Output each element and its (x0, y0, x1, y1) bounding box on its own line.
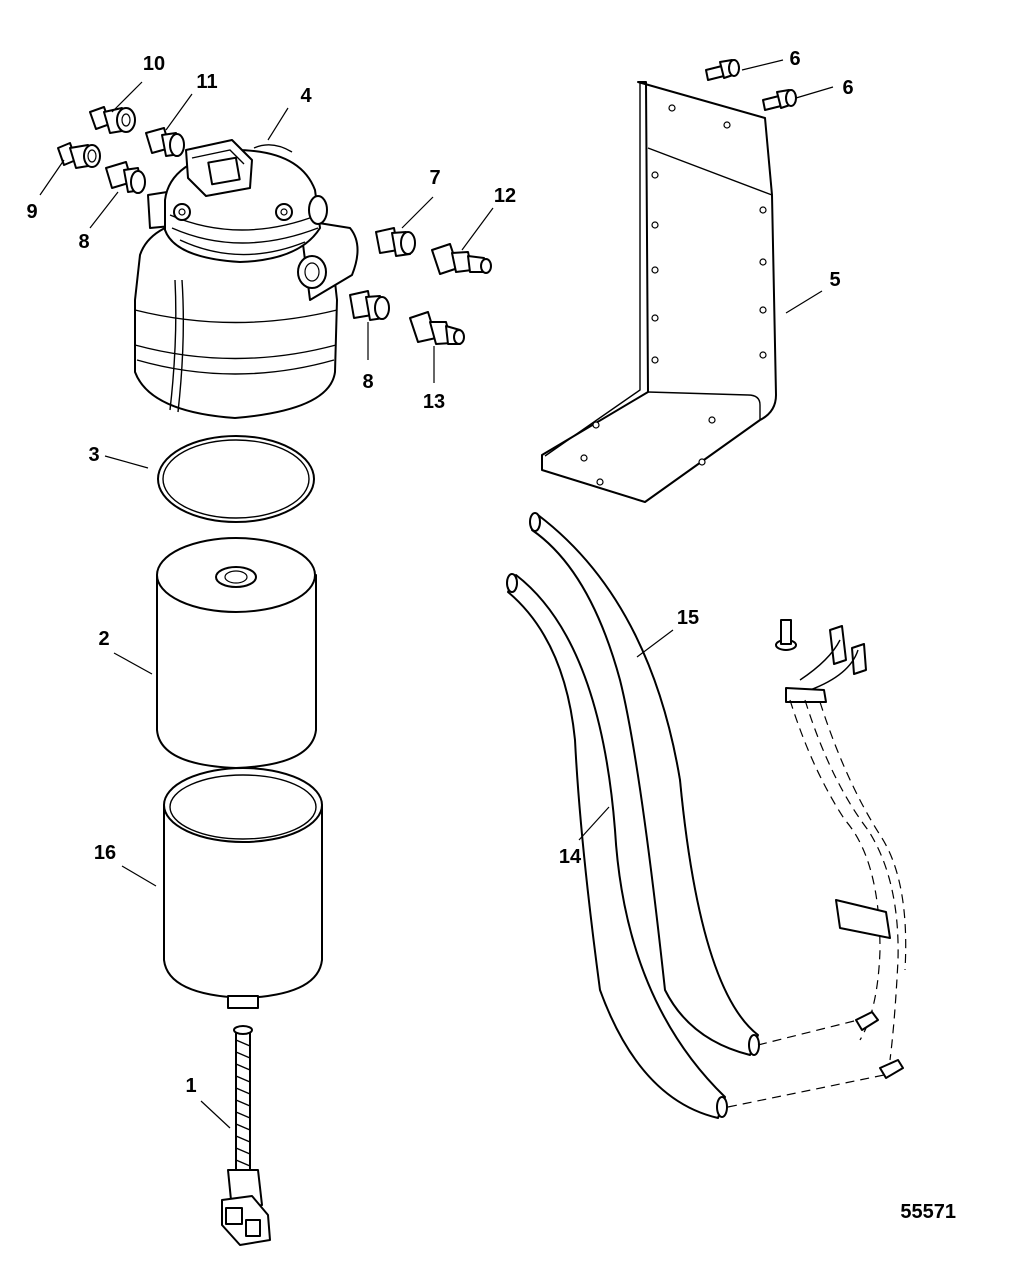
fitting-part-12 (431, 243, 492, 275)
callout-4: 4 (300, 85, 312, 107)
callout-10: 10 (143, 53, 165, 75)
callout-16: 16 (94, 842, 116, 864)
fitting-part-8-left (105, 161, 146, 194)
filter-element (156, 537, 317, 769)
callout-6-lower: 6 (842, 77, 853, 99)
fitting-part-10 (89, 106, 136, 134)
callout-2: 2 (98, 628, 109, 650)
screw-part-6-lower (762, 89, 797, 111)
callout-12: 12 (494, 185, 516, 207)
fuel-line-harness (727, 619, 907, 1108)
callout-3: 3 (88, 444, 99, 466)
water-sensor (221, 1025, 271, 1246)
callout-9: 9 (26, 201, 37, 223)
screw-part-6-upper (705, 59, 740, 81)
reference-number: 55571 (900, 1201, 956, 1223)
fitting-part-9 (57, 142, 101, 169)
callout-5: 5 (829, 269, 840, 291)
callout-15: 15 (677, 607, 699, 629)
fitting-part-8-right (349, 290, 390, 321)
mounting-bracket (541, 81, 777, 503)
fitting-part-7 (375, 227, 416, 257)
callout-6-upper: 6 (789, 48, 800, 70)
callout-13: 13 (423, 391, 445, 413)
fitting-part-13 (409, 311, 465, 345)
leader-lines (39, 59, 834, 1129)
o-ring (157, 435, 315, 523)
callout-labels: 10 11 4 9 8 7 12 8 13 6 6 5 3 2 16 1 15 … (26, 48, 853, 1097)
fitting-part-11 (145, 127, 185, 157)
callout-14: 14 (559, 846, 582, 868)
hose-part-14 (506, 573, 728, 1119)
callout-8-right: 8 (362, 371, 373, 393)
filter-bowl (163, 767, 323, 1009)
callout-8-left: 8 (78, 231, 89, 253)
callout-11: 11 (196, 71, 217, 93)
callout-7: 7 (429, 167, 440, 189)
filter-head-assembly (134, 139, 359, 419)
hose-part-15 (529, 512, 760, 1056)
callout-1: 1 (185, 1075, 196, 1097)
